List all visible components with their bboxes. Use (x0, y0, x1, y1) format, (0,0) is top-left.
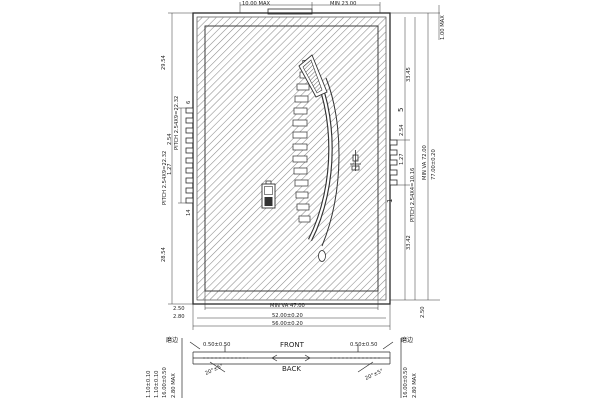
right-bottom-span-label: 33.42 (406, 235, 412, 250)
top-min-opening-label: MIN 23.00 (330, 1, 356, 7)
top-dimension-labels: 10.00 MAX MIN 23.00 (242, 1, 356, 7)
oval-mark (318, 250, 326, 262)
battery-icon (261, 180, 276, 209)
top-tab-width-label: 10.00 MAX (242, 1, 271, 7)
left-pitch-block-label-2: PITCH 2.54X9=22.32 (162, 151, 168, 205)
left-top-span-label: 29.54 (161, 54, 167, 70)
left-pin-last-label: 14 (186, 209, 192, 216)
right-top-max-label: 1.00 MAX (440, 15, 446, 40)
left-bottom-span-label: 28.54 (161, 246, 167, 262)
side-left-chamfer-label: 0.50±0.50 (203, 342, 230, 348)
right-va-min-label: MIN VA 72.00 (422, 145, 428, 180)
right-bottom-gap-label: 2.50 (420, 306, 426, 318)
side-left-corner-label: 磨边 (166, 336, 178, 344)
left-pins (185, 107, 194, 204)
bottom-left-gap1-label: 2.50 (173, 306, 185, 312)
arc-top-cap (298, 54, 328, 98)
right-pins (389, 139, 398, 186)
small-symbol-icon (350, 150, 361, 171)
side-front-label: FRONT (280, 341, 305, 349)
left-pin-first-label: 6 (186, 101, 192, 104)
left-dimension-labels: 29.54 PITCH 2.54X9=22.32 2.54 1.27 PITCH… (161, 54, 192, 262)
viewing-area (204, 25, 379, 292)
left-pitch-block-label: PITCH 2.54X9=22.32 (174, 96, 180, 150)
side-right-height-label: 2.80 MAX (412, 373, 418, 398)
dimension-lines (168, 2, 440, 330)
side-right-angle-label: 20°±5° (364, 368, 385, 382)
right-pitch-block-label: PITCH 2.54X4=10.16 (410, 168, 416, 222)
right-top-span-label: 33.45 (406, 67, 412, 82)
side-back-label: BACK (282, 365, 301, 373)
left-pad-label: 1.27 (167, 163, 173, 175)
side-right-chamfer-label: 0.50±0.50 (350, 342, 377, 348)
bottom-left-gap2-label: 2.80 (173, 314, 185, 320)
side-left-thick1-label: 1.10±0.10 (146, 371, 152, 398)
bottom-outer-width-label: 56.00±0.20 (272, 321, 303, 327)
left-pitch-label: 2.54 (167, 133, 173, 145)
side-left-thick2-label: 1.10±0.10 (154, 371, 160, 398)
bottom-va-width-label: MIN VA 47.00 (270, 303, 305, 309)
bottom-inner-width-label: 52.00±0.20 (272, 313, 303, 319)
side-left-height-label: 2.80 MAX (171, 373, 177, 398)
bottom-dimension-labels: 2.50 2.80 MIN VA 47.00 52.00±0.20 56.00±… (173, 303, 305, 327)
side-left-total-label: 16.00±0.50 (162, 367, 168, 398)
side-right-corner-label: 磨边 (401, 336, 413, 344)
side-view: 磨边 磨边 0.50±0.50 0.50±0.50 FRONT BACK 20°… (146, 336, 418, 398)
right-overall-label: 77.00±0.20 (431, 149, 437, 180)
side-right-total-label: 16.00±0.50 (403, 367, 409, 398)
right-pitch-label: 2.54 (399, 124, 405, 136)
right-dimension-labels: 1.00 MAX 33.45 2.54 1.27 PITCH 2.54X4=10… (386, 15, 446, 318)
right-pin-bottom-label: 1 (386, 199, 394, 203)
right-pad-label: 1.27 (399, 153, 405, 165)
right-pin-top-label: 5 (397, 108, 405, 112)
top-tab (267, 8, 313, 15)
